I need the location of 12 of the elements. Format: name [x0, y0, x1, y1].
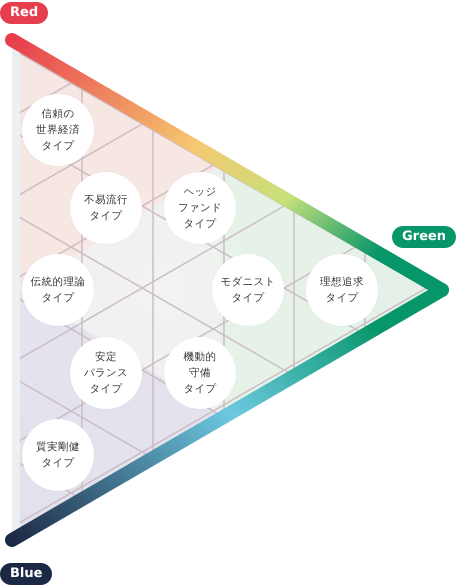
type-label: 安定バランスタイプ: [84, 350, 128, 397]
axis-badge: Blue: [0, 563, 52, 585]
type-label: 質実剛健タイプ: [36, 440, 80, 471]
type-label: 機動的守備タイプ: [184, 350, 216, 397]
type-label: 理想追求タイプ: [320, 275, 364, 306]
axis-badge: Red: [0, 2, 48, 24]
type-label: 不易流行タイプ: [84, 193, 128, 224]
type-label: モダニストタイプ: [220, 275, 276, 306]
type-label: 信頼の世界経済タイプ: [36, 107, 80, 154]
axis-badge: Green: [392, 226, 456, 248]
type-label: 伝統的理論タイプ: [30, 275, 86, 306]
type-label: ヘッジファンドタイプ: [178, 185, 222, 232]
